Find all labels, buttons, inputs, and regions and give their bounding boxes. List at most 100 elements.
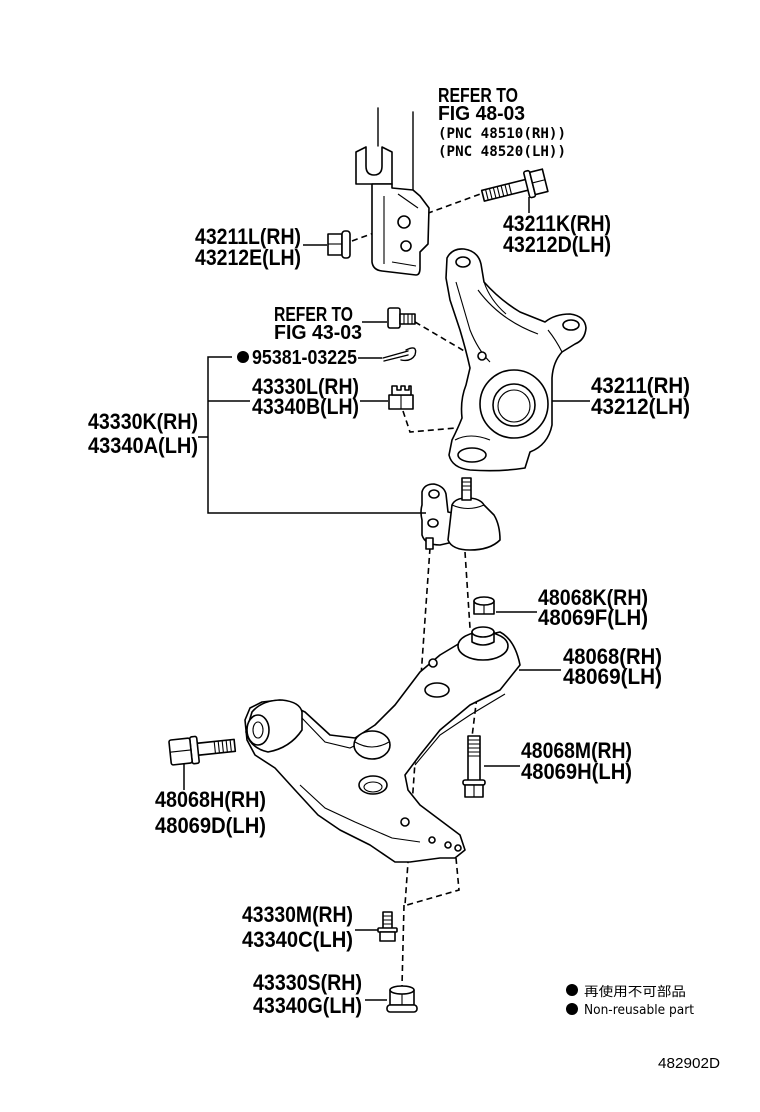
- lower-arm-rh-label: 48068(RH): [563, 644, 662, 669]
- ball-joint-stud-lower: [425, 537, 434, 550]
- non-reusable-bullet: [237, 351, 249, 363]
- strut-bracket-hole-lower: [400, 240, 412, 252]
- strut-ref-line4: (PNC 48520(LH)): [438, 144, 566, 160]
- lower-arm-small-hole-4: [444, 841, 452, 849]
- bushing-nut-lh-label: 48069F(LH): [538, 605, 648, 630]
- cotter-pin-label: 95381-03225: [252, 347, 357, 369]
- knuckle-lower-ridge: [454, 435, 491, 441]
- lower-arm-ridge-upper: [414, 693, 506, 766]
- lower-arm-small-hole-3: [428, 836, 436, 844]
- leader-lines: [183, 197, 590, 1001]
- callout-labels: REFER TO FIG 48-03 (PNC 48510(RH)) (PNC …: [88, 85, 690, 1018]
- bushing-nut-rh-label: 48068K(RH): [538, 585, 648, 610]
- lower-arm-small-hole-1: [428, 658, 438, 668]
- strut-bolt-shank: [480, 178, 530, 202]
- ball-joint-rh-label: 43330K(RH): [88, 409, 198, 434]
- ball-joint-nut-rh-label: 43330S(RH): [253, 970, 362, 995]
- knuckle-upper-eye-hole: [455, 256, 471, 268]
- strut-bolt: [480, 168, 549, 202]
- ball-joint-bolt-head: [379, 931, 396, 942]
- rear-bushing-bore: [252, 721, 264, 739]
- ball-joint-nut-flange: [386, 1004, 418, 1013]
- lower-arm: [244, 626, 521, 863]
- ball-joint-bolt: [377, 911, 398, 942]
- strut-ref-line1: REFER TO: [438, 85, 518, 107]
- dashed-arm-bottom-line: [406, 857, 460, 906]
- knuckle-ridges: [455, 281, 563, 363]
- ball-joint-housing: [447, 497, 501, 551]
- castle-nut-crown: [391, 385, 412, 396]
- strut-bracket-plate: [371, 183, 430, 276]
- lower-arm-oval-hole-inner: [363, 781, 383, 793]
- strut-bolt-head-edge: [532, 179, 546, 184]
- strut-nut-flange: [341, 230, 351, 259]
- front-bolt-lh-label: 48069D(LH): [155, 813, 266, 838]
- front-bolt-head-edge: [170, 749, 192, 753]
- figure-code: 482902D: [658, 1055, 720, 1072]
- front-bolt: [168, 735, 237, 766]
- ball-joint-flange-hole-upper: [428, 489, 440, 499]
- strut-bracket-rib: [383, 193, 419, 267]
- lower-arm-large-hole-edge: [354, 741, 390, 748]
- lower-arm-upper-hole: [424, 682, 450, 698]
- strut-nut-rh-label: 43211L(RH): [195, 224, 301, 249]
- front-bolt-threads: [213, 739, 232, 754]
- steering-knuckle-rh-label: 43211(RH): [591, 373, 690, 398]
- dashed-lower-bolt-line: [401, 904, 405, 987]
- rear-bolt-threads: [468, 739, 480, 757]
- cotter-pin: [382, 347, 417, 362]
- knuckle-bolt-head: [387, 307, 401, 329]
- ball-joint: [420, 477, 501, 551]
- strut-clamp: [355, 146, 393, 185]
- cotter-pin-loop: [400, 347, 417, 362]
- rear-bolt-shank: [467, 735, 481, 782]
- steering-knuckle-lh-label: 43212(LH): [591, 394, 690, 419]
- steering-knuckle: [445, 248, 587, 472]
- castle-nut-lh-label: 43340B(LH): [252, 394, 359, 419]
- strut-bolt-rh-label: 43211K(RH): [503, 211, 611, 236]
- strut-ref-line2: FIG 48-03: [438, 103, 525, 125]
- legend-non-reusable-en: Non-reusable part: [584, 1003, 694, 1018]
- ball-joint-bolt-threads: [383, 915, 392, 925]
- knuckle-bolt-ref-line2: FIG 43-03: [274, 322, 362, 344]
- bushing-nut: [473, 596, 495, 615]
- ball-joint-bolt-rh-label: 43330M(RH): [242, 902, 353, 927]
- rear-bolt-rh-label: 48068M(RH): [521, 738, 632, 763]
- ball-joint-nut: [386, 985, 418, 1013]
- castle-nut: [388, 385, 414, 410]
- lower-arm-small-hole-2: [400, 817, 410, 827]
- strut-nut: [327, 230, 351, 259]
- knuckle-steering-arm-hole: [562, 319, 580, 331]
- strut-nut-lh-label: 43212E(LH): [195, 245, 301, 270]
- lower-arm-ridge-lower: [299, 784, 421, 843]
- front-bushing-boss-top: [471, 626, 495, 638]
- cotter-pin-legs: [382, 350, 409, 362]
- bushing-nut-top: [473, 596, 495, 606]
- leader-ball-joint-bracket: [198, 356, 426, 514]
- knuckle-bolt-threads: [403, 314, 413, 324]
- ball-joint-housing-edge: [451, 504, 485, 510]
- strut-bolt-threads: [485, 183, 513, 201]
- legend-non-reusable-jp: 再使用不可部品: [584, 984, 686, 1000]
- strut-bracket-hole-upper: [397, 215, 411, 229]
- knuckle-body: [445, 248, 587, 472]
- castle-nut-rh-label: 43330L(RH): [252, 374, 359, 399]
- ball-joint-lh-label: 43340A(LH): [88, 433, 198, 458]
- knuckle-hub-bore-inner: [497, 389, 531, 423]
- knuckle-lower-boss: [457, 447, 487, 463]
- dashed-ball-joint-line-right: [464, 551, 471, 629]
- ball-joint-bolt-lh-label: 43340C(LH): [242, 927, 353, 952]
- ball-joint-stud: [461, 477, 472, 501]
- ball-joint-stud-threads: [462, 481, 471, 491]
- rear-bolt: [462, 735, 486, 798]
- strut-bracket: [355, 107, 430, 276]
- legend: 再使用不可部品 Non-reusable part: [566, 984, 694, 1018]
- legend-bullet-en: [566, 1003, 578, 1015]
- lower-arm-large-hole: [353, 730, 391, 760]
- rear-bolt-lh-label: 48069H(LH): [521, 759, 632, 784]
- dashed-castle-nut-line: [402, 410, 457, 433]
- strut-ref-line3: (PNC 48510(RH)): [438, 126, 566, 142]
- ball-joint-nut-top: [389, 985, 415, 995]
- front-bolt-rh-label: 48068H(RH): [155, 787, 266, 812]
